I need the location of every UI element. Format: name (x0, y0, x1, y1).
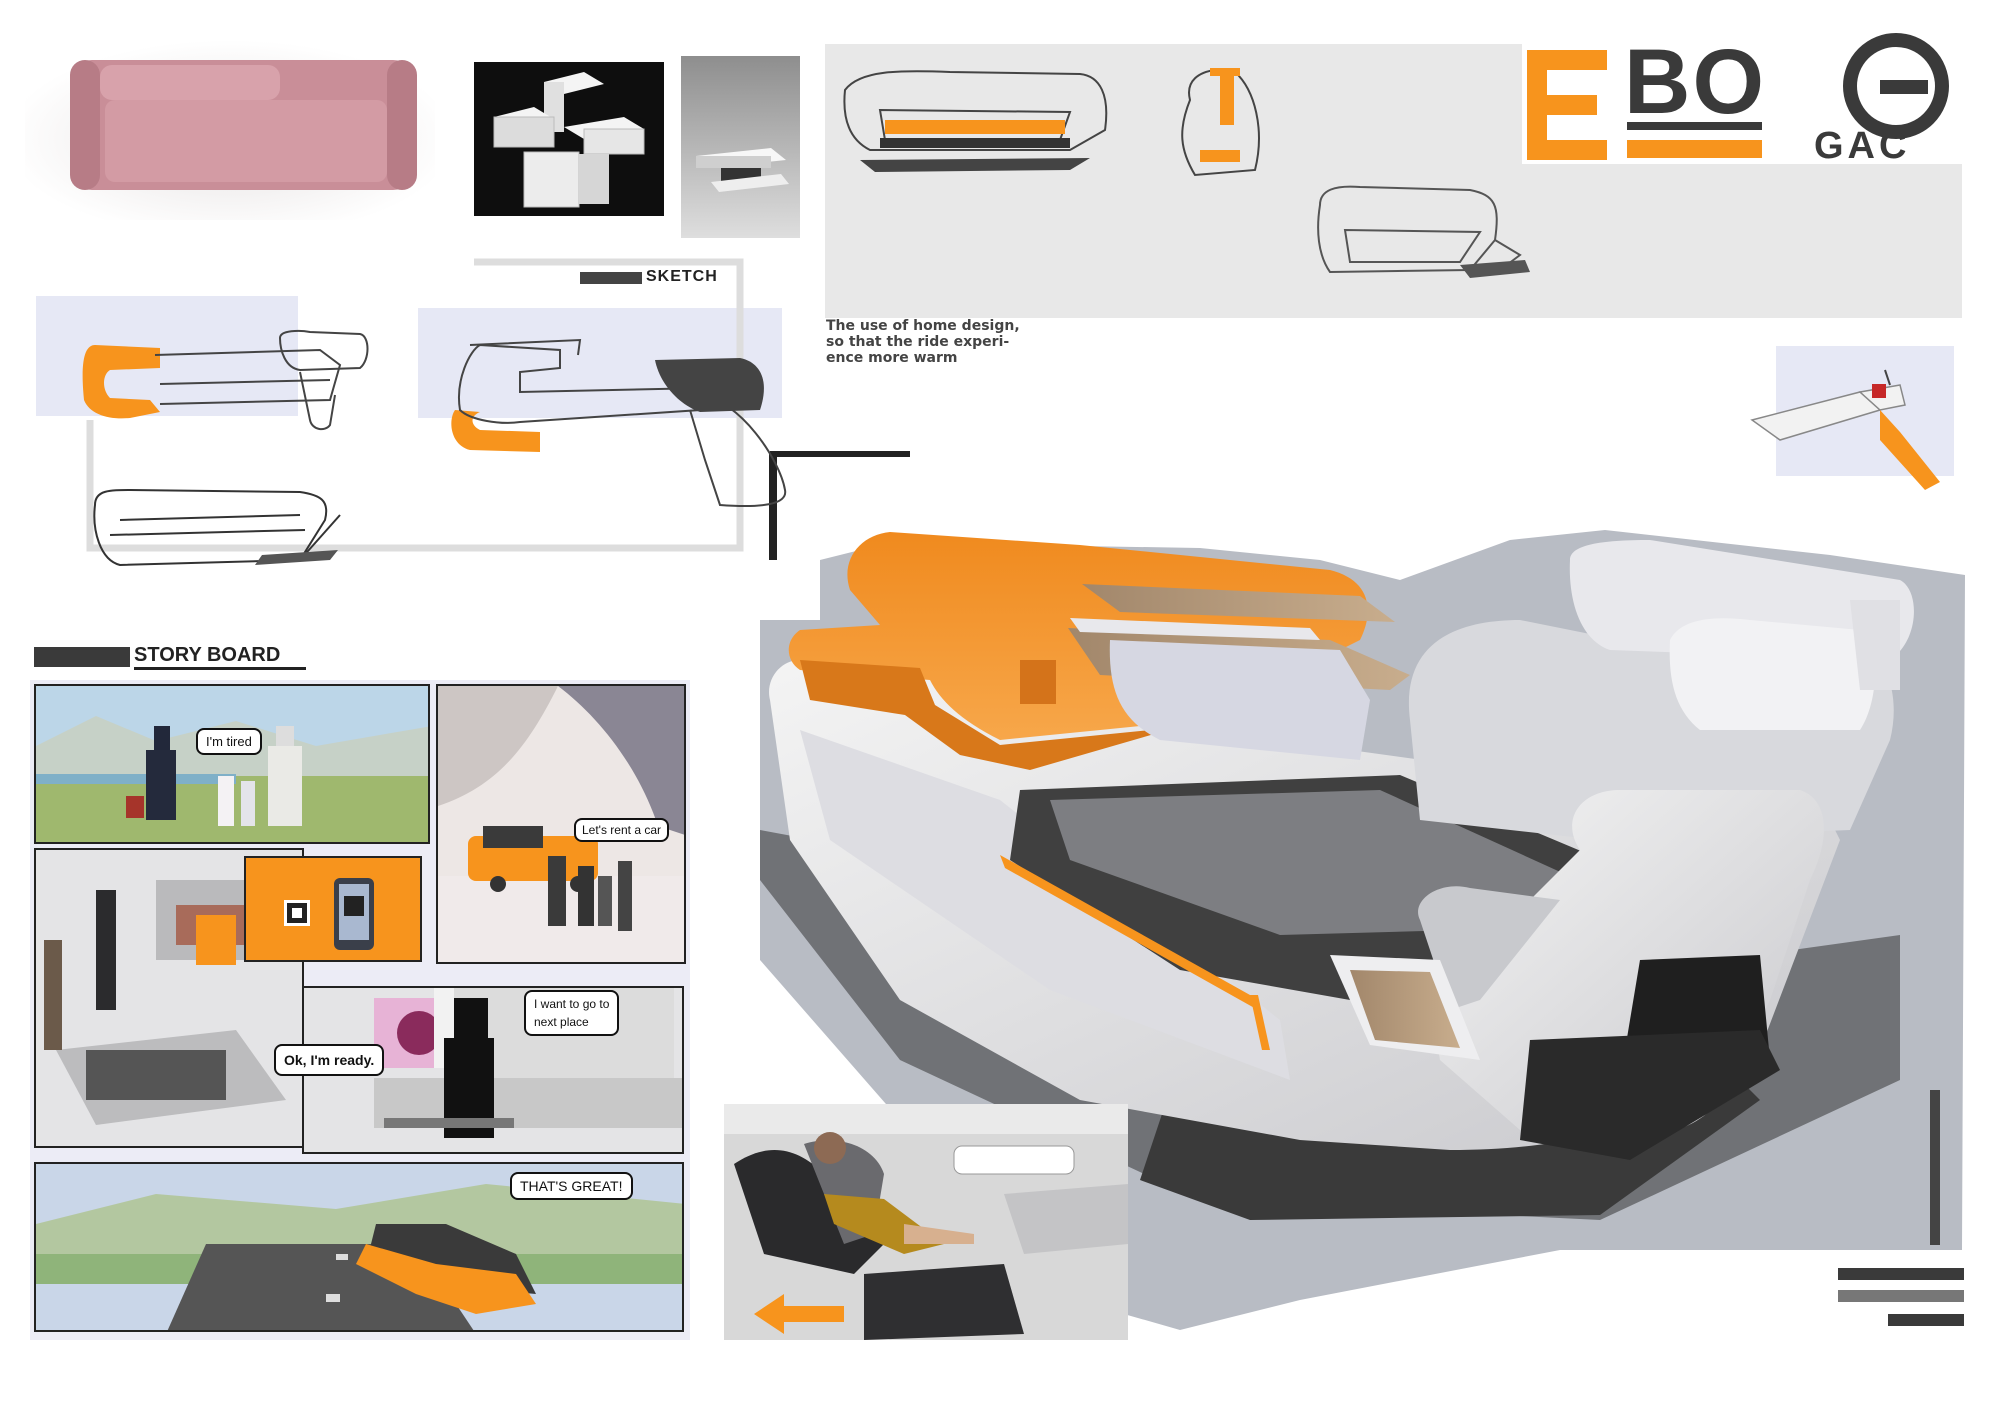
storyboard-frame-5 (34, 1162, 684, 1332)
sketch-bg-1 (36, 296, 298, 416)
sketch-label: SKETCH (646, 268, 718, 285)
gac-logo-icon (1843, 33, 1949, 139)
phone-icon (334, 878, 374, 950)
sketch-label-bar (580, 272, 642, 284)
caption-line-3: ence more warm (826, 350, 958, 366)
caption-line-2: so that the ride experi- (826, 334, 1010, 350)
ebo-bo-text: BO (1624, 31, 1766, 133)
storyboard-frame-qr (244, 856, 422, 962)
table-render-photo (681, 56, 800, 238)
bubble-rent: Let's rent a car (574, 818, 669, 842)
bubble-next-line-1: I want to go to (534, 997, 610, 1011)
pink-sofa-photo (25, 40, 435, 220)
storyboard-label-bar (34, 647, 130, 667)
gac-text: GAC (1814, 125, 1911, 167)
bubble-next-place: I want to go to next place (524, 990, 620, 1036)
arrow-left-icon (754, 1294, 844, 1334)
storyboard-underline (134, 667, 306, 670)
bubble-great: THAT'S GREAT! (510, 1172, 633, 1200)
woman-seat-render (724, 1104, 1128, 1340)
bubble-ready: Ok, I'm ready. (274, 1044, 385, 1076)
bubble-tired: I'm tired (196, 728, 262, 755)
storyboard-label: STORY BOARD (134, 644, 281, 666)
white-shelf-photo (474, 62, 664, 216)
qr-code-icon (284, 900, 310, 926)
bubble-next-line-2: next place (534, 1015, 589, 1029)
storyboard-frame-1 (34, 684, 430, 844)
caption-line-1: The use of home design, (826, 318, 1020, 334)
